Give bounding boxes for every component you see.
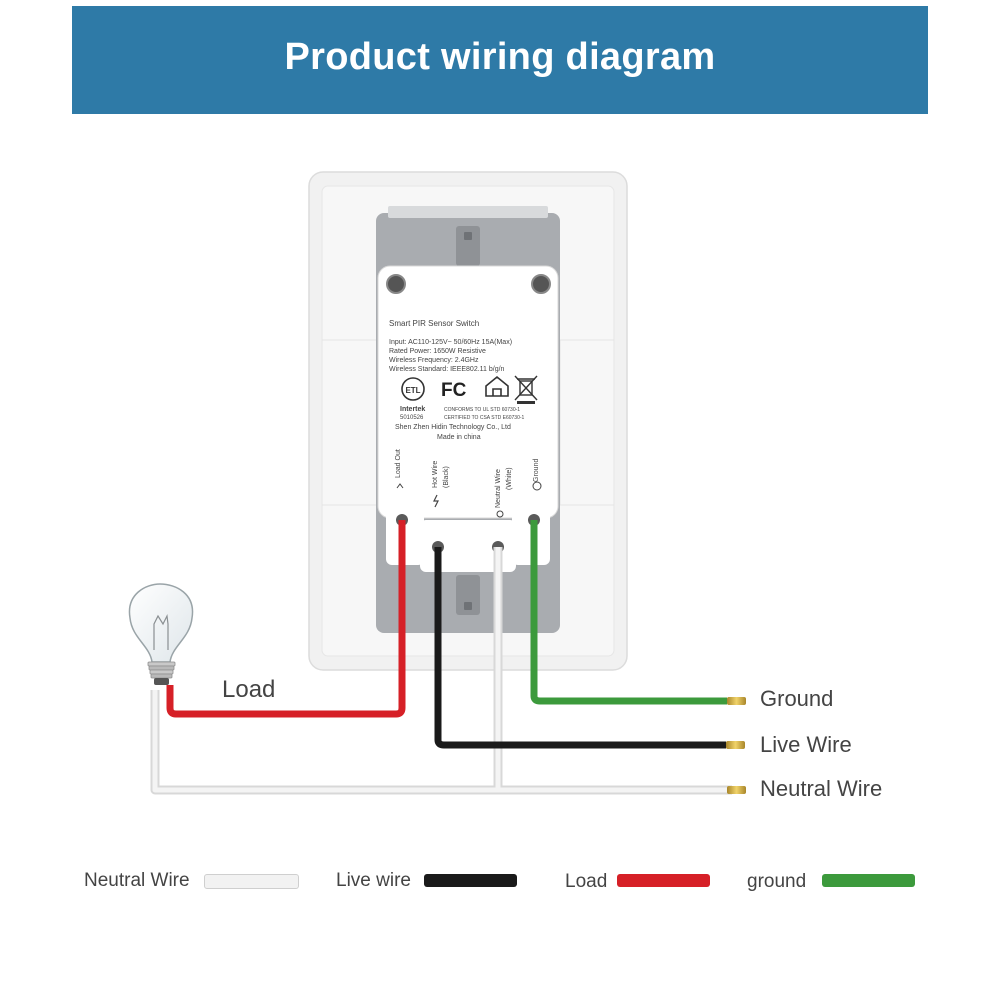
neutral-wire-label: Neutral Wire: [760, 776, 883, 801]
live-wire-label: Live Wire: [760, 732, 852, 757]
terminal-label-neutral-color: (White): [506, 467, 513, 490]
fc-mark: FC: [441, 380, 467, 401]
page-title: Product wiring diagram: [284, 36, 716, 78]
legend-label-neutral: Neutral Wire: [84, 870, 190, 891]
device-name: Smart PIR Sensor Switch: [389, 319, 479, 328]
ground-wire-label: Ground: [760, 686, 834, 711]
terminal-label-hot-wire: Hot Wire: [432, 461, 439, 488]
title-banner: Product wiring diagram: [72, 6, 928, 114]
manufacturer: Shen Zhen Hidin Technology Co., Ltd: [395, 424, 511, 431]
neutral-wire-tip: [727, 786, 746, 794]
screw-top-right: [531, 274, 551, 294]
legend-swatch-load: [617, 874, 710, 887]
legend-label-load: Load: [565, 871, 608, 892]
live-wire: [434, 547, 726, 749]
load-wire-label: Load: [222, 676, 276, 703]
cert-brand: Intertek: [400, 406, 425, 413]
spec-line-1: Input: AC110-125V~ 50/60Hz 15A(Max): [389, 339, 512, 346]
neutral-terminal-icon: [496, 510, 504, 518]
cert-text-2: CERTIFIED TO CSA STD E60730-1: [444, 415, 525, 421]
module-label: Smart PIR Sensor Switch Input: AC110-125…: [389, 319, 542, 518]
hot-wire-bolt-icon: [433, 494, 439, 508]
neutral-wire-core: [152, 547, 732, 793]
live-wire-tip: [726, 741, 745, 749]
legend-swatch-neutral: [204, 874, 299, 889]
cert-number: 5010526: [400, 415, 424, 421]
terminal-label-neutral-wire: Neutral Wire: [495, 469, 502, 508]
load-out-arrow-icon: [396, 483, 404, 489]
terminal-label-load-out: Load Out: [395, 449, 402, 478]
cert-text-1: CONFORMS TO UL STD 60730-1: [444, 407, 520, 413]
terminal-label-hot-color: (Black): [443, 466, 450, 488]
spec-line-3: Wireless Frequency: 2.4GHz: [389, 357, 479, 364]
light-bulb-icon: [128, 583, 194, 685]
switch-module: [377, 265, 559, 572]
origin: Made in china: [437, 434, 481, 441]
legend-swatch-ground: [822, 874, 915, 887]
spec-line-2: Rated Power: 1650W Resistive: [389, 348, 486, 355]
ground-wire-tip: [727, 697, 746, 705]
legend-swatch-live: [424, 874, 517, 887]
ground-wire: [530, 520, 727, 705]
screw-top-left: [386, 274, 406, 294]
home-icon: [485, 375, 509, 397]
spec-line-4: Wireless Standard: IEEE802.11 b/g/n: [389, 366, 505, 373]
etl-mark-icon: [401, 377, 425, 401]
weee-bin-icon: [514, 375, 538, 404]
terminal-label-ground: Ground: [533, 459, 540, 482]
etl-mark-text: ETL: [405, 386, 420, 395]
legend-label-live: Live wire: [336, 870, 411, 891]
legend-label-ground: ground: [747, 871, 807, 892]
load-wire: [166, 520, 406, 718]
ground-terminal-icon: [532, 481, 542, 491]
